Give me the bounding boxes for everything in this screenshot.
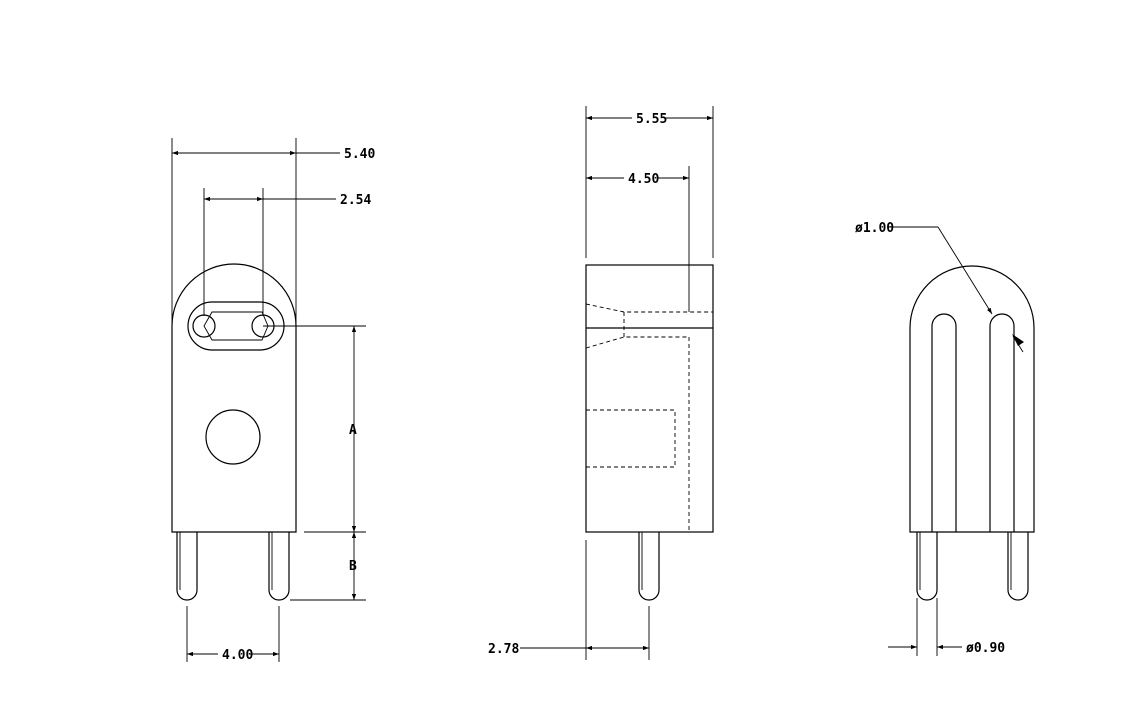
end-pin-right (1007, 532, 1029, 601)
front-pin-right (268, 532, 290, 601)
side-view: 5.55 4.50 2.78 (488, 106, 714, 660)
end-body-outline (909, 265, 1035, 533)
front-body-outline (171, 263, 297, 533)
side-body-outline (585, 264, 714, 533)
front-view: 5.40 2.54 A B 4.00 (171, 138, 375, 663)
dim-pitch-front: 2.54 (340, 193, 371, 208)
dim-width-front: 5.40 (344, 147, 375, 162)
end-channel-left (931, 313, 957, 532)
dim-height-b: B (349, 559, 357, 574)
front-center-circle (205, 409, 261, 465)
dim-overall-width-side: 5.55 (636, 112, 667, 127)
dim-hole-diameter: ø1.00 (855, 221, 894, 236)
end-view: ø1.00 ø0.90 (855, 221, 1035, 656)
front-slot-inner (203, 311, 269, 341)
dim-inner-width-side: 4.50 (628, 172, 659, 187)
dim-pin-diameter: ø0.90 (966, 641, 1005, 656)
end-channel-right (989, 313, 1015, 532)
dim-pin-spacing: 4.00 (222, 648, 253, 663)
side-pin (638, 532, 660, 601)
end-pin-left (916, 532, 938, 601)
front-slot-outer (187, 301, 285, 351)
front-pin-left (176, 532, 198, 601)
dim-height-a: A (349, 423, 357, 438)
dim-pin-offset: 2.78 (488, 642, 519, 657)
